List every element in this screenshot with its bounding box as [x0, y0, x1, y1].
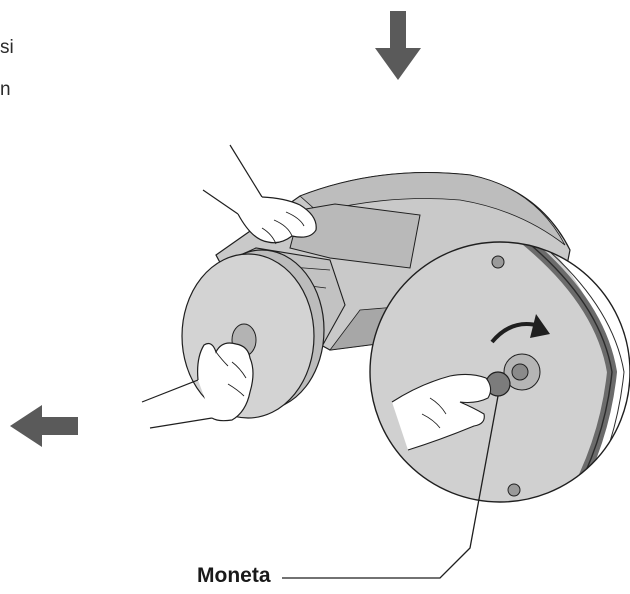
arrow-left-icon: [10, 405, 78, 447]
arrow-down-icon: [375, 11, 421, 80]
hand-upper: [203, 145, 316, 244]
cropped-text-top: si: [0, 38, 14, 57]
cropped-text-bottom: n: [0, 80, 11, 99]
callout-label-moneta: Moneta: [197, 565, 271, 586]
